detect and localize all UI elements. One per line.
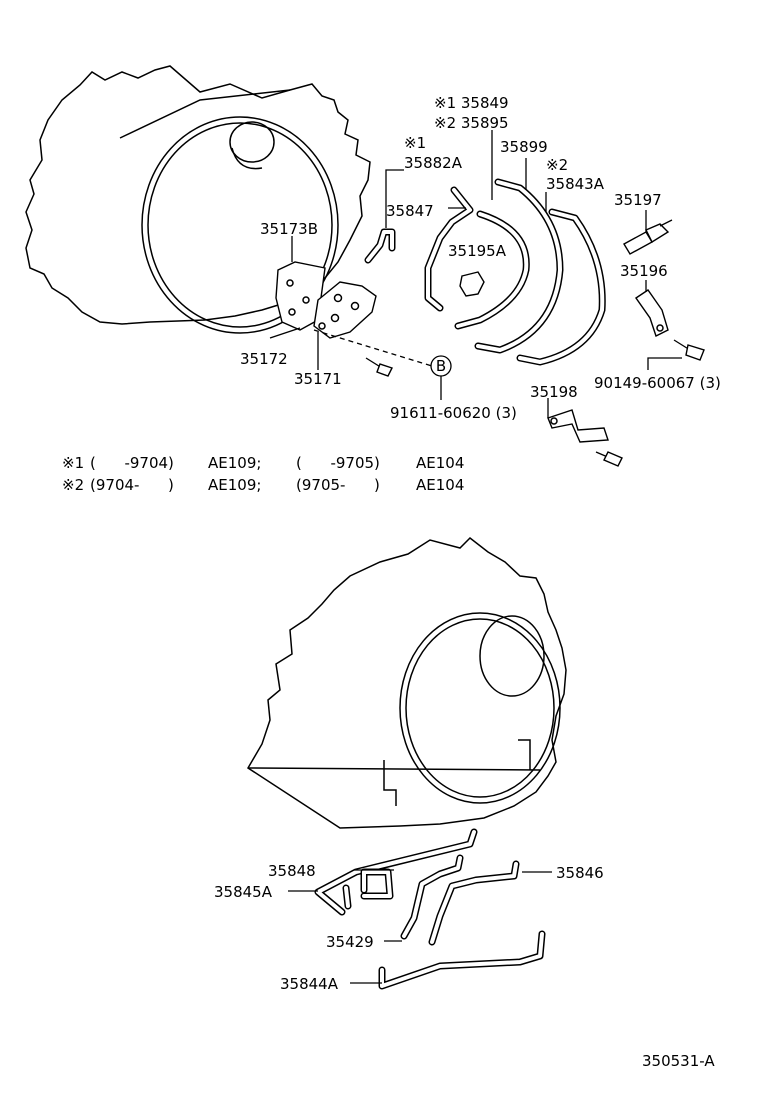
lower-transaxle-housing	[246, 537, 567, 829]
pipe-35429	[400, 854, 464, 940]
callout-b: B	[430, 355, 452, 377]
dashed-guide-line	[313, 329, 433, 367]
label-35173b: 35173B	[260, 220, 318, 238]
note-2-range1: (9704- )	[90, 476, 174, 494]
note-1-range1: ( -9704)	[90, 454, 174, 472]
label-35196: 35196	[620, 262, 668, 280]
leader-lines-lower	[288, 869, 552, 984]
note-2-mark: ※2	[62, 476, 84, 494]
label-90149: 90149-60067 (3)	[594, 374, 721, 392]
label-91611: 91611-60620 (3)	[390, 404, 517, 422]
bolt-35198	[595, 451, 623, 467]
note-1-mark: ※1	[62, 454, 84, 472]
bracket-35196	[635, 289, 669, 337]
bolt-90149	[673, 339, 705, 361]
label-35172: 35172	[240, 350, 288, 368]
bolt-91611	[365, 357, 393, 377]
pipe-35845a	[314, 828, 478, 916]
applicability-notes: ※1 ( -9704) AE109; ( -9705) AE104 ※2 (97…	[62, 454, 464, 494]
upper-transaxle-housing	[25, 65, 371, 334]
pipe-35846	[428, 860, 520, 946]
valve-body-assembly	[275, 261, 377, 339]
label-35198: 35198	[530, 383, 578, 401]
bracket-35198	[547, 409, 609, 443]
label-35882a: 35882A	[404, 154, 463, 172]
label-35895: ※2 35895	[434, 114, 509, 132]
label-35195a: 35195A	[448, 242, 507, 260]
note-1-model1: AE109;	[208, 454, 261, 472]
label-35846: 35846	[556, 864, 604, 882]
label-35848: 35848	[268, 862, 316, 880]
mark-35843a: ※2	[546, 156, 568, 174]
pipe-35899	[474, 178, 564, 354]
callout-b-letter: B	[436, 357, 446, 375]
sensor-35197	[623, 219, 673, 255]
pipe-35849	[454, 210, 530, 330]
note-1-range2: ( -9705)	[296, 454, 380, 472]
part-labels-upper: ※1 35849 ※2 35895 ※1 35882A 35899 ※2 358…	[240, 94, 721, 422]
note-1-model2: AE104	[416, 454, 464, 472]
label-35171: 35171	[294, 370, 342, 388]
diagram-id: 350531-A	[642, 1052, 715, 1070]
pipe-35882a	[364, 228, 396, 264]
pipe-35847	[424, 186, 474, 312]
label-35899: 35899	[500, 138, 548, 156]
label-35847: 35847	[386, 202, 434, 220]
pipe-35848	[360, 868, 394, 900]
label-35429: 35429	[326, 933, 374, 951]
mark-35882a: ※1	[404, 134, 426, 152]
label-35844a: 35844A	[280, 975, 339, 993]
note-2-model1: AE109;	[208, 476, 261, 494]
part-labels-lower: 35848 35845A 35846 35429 35844A	[214, 862, 604, 993]
clamp-35195a	[459, 271, 485, 297]
note-2-range2: (9705- )	[296, 476, 380, 494]
label-35849: ※1 35849	[434, 94, 509, 112]
label-35197: 35197	[614, 191, 662, 209]
leader-lines-upper	[269, 130, 682, 418]
label-35843a: 35843A	[546, 175, 605, 193]
pipe-35844a	[378, 930, 546, 990]
label-35845a: 35845A	[214, 883, 273, 901]
note-2-model2: AE104	[416, 476, 464, 494]
pipe-35843a	[516, 208, 606, 366]
